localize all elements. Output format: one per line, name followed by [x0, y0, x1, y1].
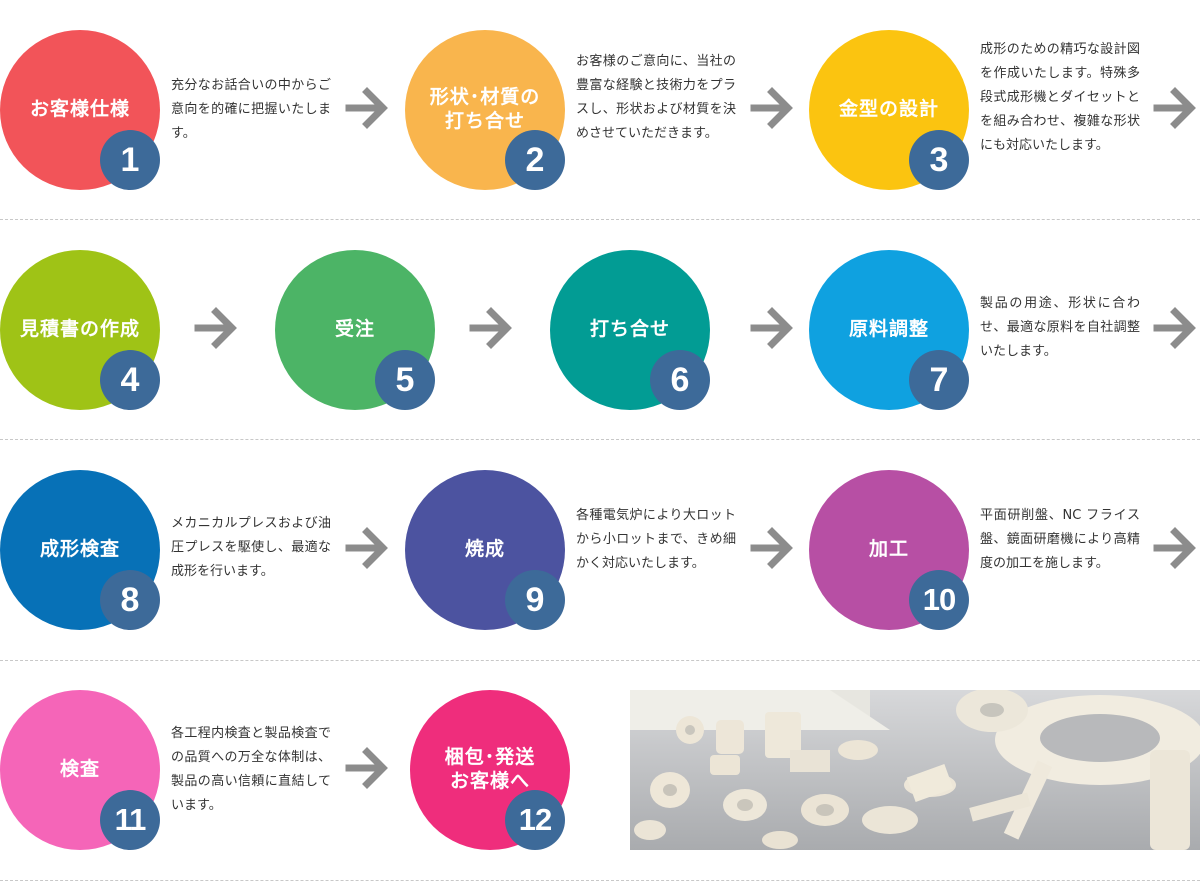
- step-9-description: 各種電気炉により大ロットから小ロットまで、きめ細かく対応いたします。: [576, 508, 736, 571]
- step-3-description: 成形のための精巧な設計図を作成いたします。特殊多段式成形機とダイセットとを組み合…: [980, 42, 1140, 153]
- arrow-right-icon: [1153, 87, 1196, 129]
- step-5-circle: 受注 5: [275, 250, 435, 410]
- step-6-circle: 打ち合せ 6: [550, 250, 710, 410]
- ceramic-products-photo: [630, 690, 1200, 850]
- step-6-title: 打ち合せ: [589, 318, 670, 341]
- step-3-circle: 金型の設計 3: [809, 30, 969, 190]
- arrow-right-icon: [1153, 527, 1196, 569]
- step-1-description: 充分なお話合いの中からご意向を的確に把握いたします。: [171, 78, 331, 141]
- step-11-description: 各工程内検査と製品検査での品質への万全な体制は、製品の高い信頼に直結しています。: [171, 726, 331, 813]
- step-7-number-badge: 7: [909, 350, 969, 410]
- step-10-title: 加工: [868, 538, 909, 561]
- arrow-right-icon: [750, 307, 793, 349]
- step-7-title: 原料調整: [848, 318, 929, 341]
- step-12-title: 梱包･発送 お客様へ: [444, 746, 536, 792]
- arrow-right-icon: [345, 527, 388, 569]
- step-5-title: 受注: [334, 318, 375, 341]
- arrow-right-icon: [469, 307, 512, 349]
- step-1-number-badge: 1: [100, 130, 160, 190]
- row-divider: [0, 439, 1200, 440]
- step-3-title: 金型の設計: [838, 98, 939, 121]
- step-2-description: お客様のご意向に、当社の豊富な経験と技術力をプラスし、形状および材質を決めさせて…: [576, 54, 736, 141]
- step-8-circle: 成形検査 8: [0, 470, 160, 630]
- step-4-circle: 見積書の作成 4: [0, 250, 160, 410]
- step-11-circle: 検査 11: [0, 690, 160, 850]
- row-divider: [0, 660, 1200, 661]
- step-4-number-badge: 4: [100, 350, 160, 410]
- step-8-description: メカニカルプレスおよび油圧プレスを駆使し、最適な成形を行います。: [171, 516, 331, 579]
- step-12-number-badge: 12: [505, 790, 565, 850]
- step-8-title: 成形検査: [39, 538, 120, 561]
- arrow-right-icon: [750, 527, 793, 569]
- step-2-number-badge: 2: [505, 130, 565, 190]
- step-1-title: お客様仕様: [29, 98, 130, 121]
- step-4-title: 見積書の作成: [19, 318, 140, 341]
- step-11-title: 検査: [59, 758, 100, 781]
- arrow-right-icon: [345, 87, 388, 129]
- row-divider: [0, 219, 1200, 220]
- step-2-title: 形状･材質の 打ち合せ: [429, 86, 541, 132]
- step-7-description: 製品の用途、形状に合わせ、最適な原料を自社調整いたします。: [980, 296, 1140, 359]
- step-9-circle: 焼成 9: [405, 470, 565, 630]
- step-7-circle: 原料調整 7: [809, 250, 969, 410]
- step-5-number-badge: 5: [375, 350, 435, 410]
- step-9-title: 焼成: [464, 538, 505, 561]
- step-3-number-badge: 3: [909, 130, 969, 190]
- step-12-circle: 梱包･発送 お客様へ 12: [410, 690, 570, 850]
- arrow-right-icon: [750, 87, 793, 129]
- step-10-description: 平面研削盤、NC フライス盤、鏡面研磨機により高精度の加工を施します。: [980, 508, 1140, 571]
- step-11-number-badge: 11: [100, 790, 160, 850]
- step-10-number-badge: 10: [909, 570, 969, 630]
- step-9-number-badge: 9: [505, 570, 565, 630]
- arrow-right-icon: [1153, 307, 1196, 349]
- step-2-circle: 形状･材質の 打ち合せ 2: [405, 30, 565, 190]
- step-1-circle: お客様仕様 1: [0, 30, 160, 190]
- arrow-right-icon: [194, 307, 237, 349]
- arrow-right-icon: [345, 747, 388, 789]
- step-8-number-badge: 8: [100, 570, 160, 630]
- step-10-circle: 加工 10: [809, 470, 969, 630]
- step-6-number-badge: 6: [650, 350, 710, 410]
